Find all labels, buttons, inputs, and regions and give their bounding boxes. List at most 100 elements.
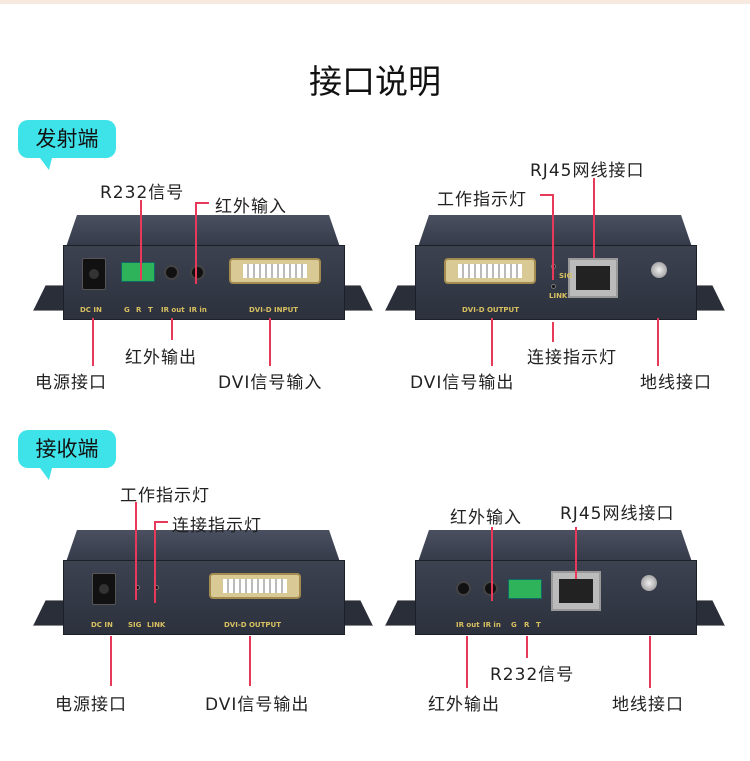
leader-line [552, 194, 554, 280]
device-panel: IR out IR in G R T [415, 560, 697, 635]
label-ir-out: 红外输出 [125, 348, 197, 368]
receiver-badge: 接收端 [18, 430, 116, 468]
receiver-device-back: IR out IR in G R T [385, 530, 725, 660]
device-lid [418, 530, 692, 562]
ir-in-jack [190, 265, 205, 280]
label-link-led: 连接指示灯 [527, 348, 617, 368]
label-dvi-out: DVI信号输出 [410, 373, 515, 393]
panel-label: IR in [483, 621, 501, 629]
leader-line [135, 502, 137, 600]
mounting-flange [341, 285, 373, 311]
ground-screw [641, 575, 657, 591]
label-ir-in: 红外输入 [450, 508, 522, 528]
panel-label: DC IN [80, 306, 102, 314]
panel-label: DVI-D OUTPUT [462, 306, 519, 314]
transmitter-badge: 发射端 [18, 120, 116, 158]
mounting-flange [385, 285, 417, 311]
device-panel: DVI-D OUTPUT SIG LINK [415, 245, 697, 320]
leader-line [269, 318, 271, 366]
rs232-terminal [508, 579, 542, 599]
leader-line [171, 318, 173, 340]
label-r232: R232信号 [100, 183, 185, 203]
leader-line [140, 200, 142, 280]
mounting-flange [341, 600, 373, 626]
dc-in-port [82, 258, 106, 290]
label-r232: R232信号 [490, 665, 575, 685]
panel-label: DC IN [91, 621, 113, 629]
leader-line [540, 194, 554, 196]
page-title: 接口说明 [309, 62, 441, 101]
dc-in-port [92, 573, 116, 605]
panel-label: R [136, 306, 142, 314]
leader-line [575, 527, 577, 579]
device-lid [418, 215, 692, 247]
dvi-input-port [229, 258, 321, 284]
ir-out-jack [456, 581, 471, 596]
leader-line [110, 636, 112, 686]
rj45-port [551, 571, 601, 611]
device-panel: DC IN G R T IR out IR in DVI-D INPUT [63, 245, 345, 320]
leader-line [491, 527, 493, 601]
panel-label: IR out [161, 306, 185, 314]
panel-label: G [124, 306, 130, 314]
label-power: 电源接口 [55, 695, 127, 715]
label-ground: 地线接口 [612, 695, 684, 715]
panel-label: LINK [549, 292, 568, 300]
label-rj45: RJ45网线接口 [560, 504, 675, 524]
panel-label: SIG [128, 621, 142, 629]
leader-line [649, 636, 651, 688]
mounting-flange [33, 285, 65, 311]
rs232-terminal [121, 262, 155, 282]
panel-label: DVI-D INPUT [249, 306, 299, 314]
panel-label: IR out [456, 621, 480, 629]
label-rj45: RJ45网线接口 [530, 161, 645, 181]
transmitter-device-front: DC IN G R T IR out IR in DVI-D INPUT [33, 215, 373, 345]
mounting-flange [693, 600, 725, 626]
panel-label: T [148, 306, 153, 314]
mounting-flange [33, 600, 65, 626]
leader-line [154, 521, 156, 603]
device-lid [66, 530, 340, 562]
leader-line [593, 178, 595, 258]
transmitter-device-back: DVI-D OUTPUT SIG LINK [385, 215, 725, 345]
leader-line [552, 322, 554, 342]
label-work-led: 工作指示灯 [437, 190, 527, 210]
leader-line [154, 521, 168, 523]
label-ir-in: 红外输入 [215, 197, 287, 217]
mounting-flange [385, 600, 417, 626]
panel-label: R [524, 621, 530, 629]
leader-line [466, 636, 468, 688]
panel-label: G [511, 621, 517, 629]
rj45-port [568, 258, 618, 298]
label-ir-out: 红外输出 [428, 695, 500, 715]
panel-label: LINK [147, 621, 166, 629]
leader-line [491, 318, 493, 366]
mounting-flange [693, 285, 725, 311]
ir-in-jack [483, 581, 498, 596]
label-work-led: 工作指示灯 [120, 486, 210, 506]
dvi-output-port [444, 258, 536, 284]
panel-label: DVI-D OUTPUT [224, 621, 281, 629]
label-dvi-in: DVI信号输入 [218, 373, 323, 393]
leader-line [195, 202, 209, 204]
label-dvi-out: DVI信号输出 [205, 695, 310, 715]
leader-line [657, 318, 659, 366]
link-led [551, 284, 556, 289]
device-panel: DC IN SIG LINK DVI-D OUTPUT [63, 560, 345, 635]
leader-line [195, 202, 197, 284]
dvi-output-port [209, 573, 301, 599]
label-ground: 地线接口 [640, 373, 712, 393]
top-bar [0, 0, 750, 4]
device-lid [66, 215, 340, 247]
label-power: 电源接口 [35, 373, 107, 393]
leader-line [249, 636, 251, 686]
leader-line [526, 636, 528, 658]
panel-label: T [536, 621, 541, 629]
ir-out-jack [164, 265, 179, 280]
panel-label: IR in [189, 306, 207, 314]
receiver-device-front: DC IN SIG LINK DVI-D OUTPUT [33, 530, 373, 660]
label-link-led: 连接指示灯 [172, 516, 262, 536]
panel-label: SIG [559, 272, 573, 280]
ground-screw [651, 262, 667, 278]
leader-line [92, 318, 94, 366]
